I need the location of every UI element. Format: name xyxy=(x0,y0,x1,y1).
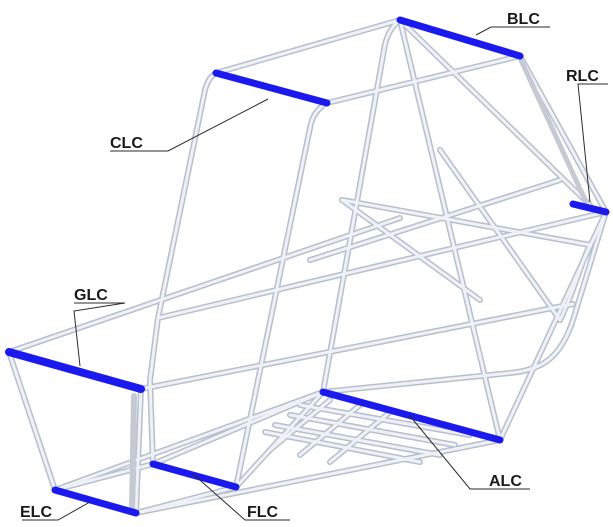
frame-tube-highlight xyxy=(518,54,608,214)
member-blc xyxy=(396,16,524,60)
frame-tube-highlight xyxy=(139,302,575,391)
frame-tube-highlight xyxy=(340,198,592,247)
member-elc xyxy=(51,486,140,517)
label-blc: BLC xyxy=(507,11,540,28)
frame-tube-highlight xyxy=(325,54,522,105)
leader-clc xyxy=(110,98,269,152)
leader-lines xyxy=(22,26,608,521)
leader-flc xyxy=(192,473,290,521)
label-clc: CLC xyxy=(110,135,143,152)
frame-tube-highlight xyxy=(298,403,472,437)
frame-tube-highlight xyxy=(340,198,482,302)
frame-tube-highlight xyxy=(263,430,422,464)
frame-tube-highlight xyxy=(328,410,392,464)
frame-tube-highlight xyxy=(268,398,332,452)
frame-tubes-fill xyxy=(7,18,608,515)
frame-tube-highlight xyxy=(151,390,325,466)
label-flc: FLC xyxy=(247,504,279,521)
frame-tube-highlight xyxy=(288,413,457,447)
frame-tube-highlight xyxy=(53,390,325,492)
leader-elc xyxy=(22,501,91,521)
label-elc: ELC xyxy=(20,504,52,521)
member-clc xyxy=(212,69,331,107)
frame-tube-highlight xyxy=(214,18,402,75)
label-glc: GLC xyxy=(74,287,108,304)
leader-glc xyxy=(73,302,126,367)
leader-rlc xyxy=(577,83,608,203)
frame-tube-highlight xyxy=(7,350,57,492)
frame-tube-highlight xyxy=(321,210,608,394)
leader-blc xyxy=(475,26,550,36)
member-alc xyxy=(319,388,504,444)
frame-tube-highlight xyxy=(308,178,562,262)
frame-tube-highlight xyxy=(398,18,502,442)
leader-alc xyxy=(409,415,530,490)
grey-rear-member xyxy=(517,55,589,205)
frame-tube-highlight xyxy=(156,210,608,320)
labels: BLC RLC CLC GLC ALC FLC ELC xyxy=(20,11,599,521)
frame-tube-highlight xyxy=(148,316,160,382)
frame-tube-highlight xyxy=(134,387,143,515)
frame-tube-highlight xyxy=(438,148,562,322)
label-alc: ALC xyxy=(489,473,522,490)
frame-tube-highlight xyxy=(398,18,592,207)
frame-tube-highlight xyxy=(7,216,402,354)
frame-tube-highlight xyxy=(53,462,155,492)
label-rlc: RLC xyxy=(566,68,599,85)
member-rlc xyxy=(569,200,610,216)
frame-tube-highlight xyxy=(298,403,362,457)
frame-tube-highlight xyxy=(148,378,155,466)
member-glc xyxy=(5,348,145,393)
grey-vertical-member xyxy=(129,393,137,513)
highlighted-members xyxy=(5,16,610,517)
frame-tube-highlight xyxy=(558,243,592,322)
